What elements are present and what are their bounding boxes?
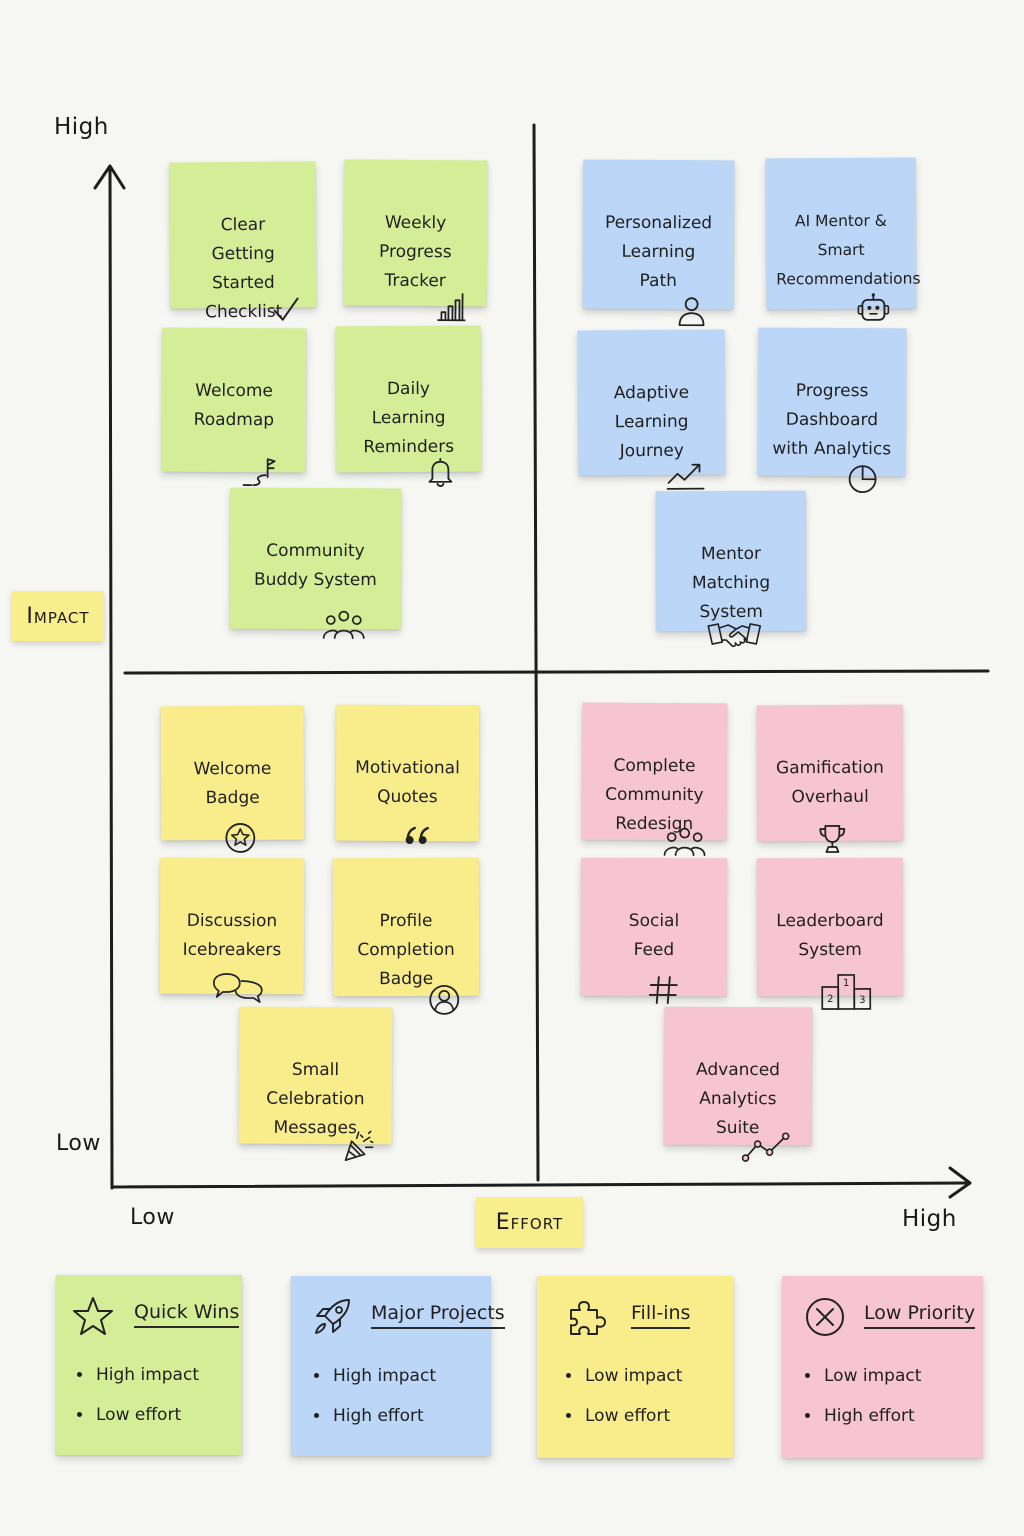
note-weekly-progress-tracker[interactable]: Weekly Progress Tracker — [343, 159, 488, 322]
people-group-icon — [322, 579, 366, 640]
legend-title: Major Projects — [371, 1302, 505, 1329]
svg-text:2: 2 — [827, 994, 833, 1005]
note-gamification-overhaul[interactable]: Gamification Overhaul — [756, 704, 904, 853]
legend-criteria: High impact High effort — [311, 1356, 436, 1436]
effort-axis-line — [110, 1181, 970, 1189]
bar-chart-icon — [435, 260, 469, 322]
legend-low-priority: Low Priority Low impact High effort — [782, 1276, 983, 1458]
note-small-celebration-messages[interactable]: Small Celebration Messages — [238, 1006, 393, 1162]
legend-criterion: High impact — [331, 1356, 436, 1396]
legend-criterion: High effort — [331, 1396, 436, 1436]
note-progress-dashboard-with-analytics[interactable]: Progress Dashboard with Analytics — [757, 327, 907, 494]
note-ai-mentor-smart-recommendations[interactable]: AI Mentor & Smart Recommendations — [765, 157, 921, 321]
note-discussion-icebreakers[interactable]: Discussion Icebreakers — [159, 857, 305, 1003]
legend-title: Quick Wins — [134, 1301, 240, 1328]
x-circle-icon — [804, 1296, 846, 1338]
note-personalized-learning-path[interactable]: Personalized Learning Path — [582, 159, 735, 327]
legend-criterion: Low effort — [94, 1395, 199, 1435]
trend-up-icon — [665, 429, 705, 490]
legend-fill-ins: Fill-ins Low impact Low effort — [537, 1276, 733, 1458]
impact-axis-arrowhead — [93, 164, 126, 190]
legend-criterion: Low impact — [583, 1356, 682, 1396]
note-advanced-analytics-suite[interactable]: Advanced Analytics Suite — [663, 1006, 813, 1162]
note-daily-learning-reminders[interactable]: Daily Learning Reminders — [335, 325, 482, 487]
speech-bubbles-icon — [210, 942, 266, 1003]
note-social-feed[interactable]: Social Feed — [580, 857, 728, 1004]
pie-chart-icon — [846, 432, 880, 494]
note-welcome-roadmap[interactable]: Welcome Roadmap — [161, 327, 307, 487]
note-text: Welcome Roadmap — [193, 380, 275, 431]
note-text: AI Mentor & Smart Recommendations — [776, 211, 921, 289]
effort-low-label: Low — [130, 1205, 175, 1230]
line-chart-icon — [741, 1101, 792, 1162]
people-group-icon — [663, 796, 707, 857]
handshake-icon — [706, 587, 762, 648]
legend-criteria: Low impact High effort — [802, 1356, 921, 1436]
star-badge-icon — [223, 792, 257, 853]
quote-icon — [402, 789, 436, 845]
profile-circle-icon — [427, 954, 461, 1015]
robot-icon — [856, 263, 890, 321]
party-popper-icon — [342, 1100, 376, 1162]
star-icon — [72, 1295, 114, 1337]
legend-title: Fill-ins — [631, 1302, 691, 1329]
flag-path-icon — [242, 426, 276, 487]
puzzle-icon — [565, 1296, 607, 1338]
vertical-divider — [532, 123, 540, 1182]
bell-icon — [423, 426, 457, 487]
impact-axis-line — [108, 166, 114, 1190]
rocket-icon — [311, 1296, 353, 1338]
note-community-buddy-system[interactable]: Community Buddy System — [229, 487, 402, 640]
legend-title: Low Priority — [864, 1302, 976, 1329]
legend-criterion: Low impact — [822, 1356, 921, 1396]
note-motivational-quotes[interactable]: Motivational Quotes — [335, 704, 480, 845]
impact-high-label: High — [54, 114, 109, 140]
legend-quick-wins: Quick Wins High impact Low effort — [56, 1275, 242, 1455]
person-icon — [675, 265, 709, 327]
svg-text:3: 3 — [859, 995, 865, 1006]
note-mentor-matching-system[interactable]: Mentor Matching System — [655, 490, 807, 648]
note-profile-completion-badge[interactable]: Profile Completion Badge — [332, 857, 480, 1015]
legend-criteria: Low impact Low effort — [563, 1356, 682, 1436]
trophy-icon — [815, 793, 849, 853]
note-welcome-badge[interactable]: Welcome Badge — [160, 705, 305, 853]
legend-criterion: High effort — [822, 1396, 921, 1436]
note-clear-getting-started-checklist[interactable]: Clear Getting Started Checklist — [169, 161, 317, 322]
impact-low-label: Low — [56, 1131, 101, 1156]
hashtag-icon — [647, 944, 681, 1004]
effort-high-label: High — [902, 1206, 957, 1232]
svg-text:1: 1 — [843, 978, 849, 989]
checkmark-icon — [268, 263, 302, 321]
legend-criterion: Low effort — [583, 1396, 682, 1436]
horizontal-divider — [123, 669, 990, 675]
legend-criteria: High impact Low effort — [74, 1355, 199, 1435]
effort-axis-title: Effort — [476, 1197, 583, 1248]
note-adaptive-learning-journey[interactable]: Adaptive Learning Journey — [577, 329, 726, 490]
legend-major-projects: Major Projects High impact High effort — [291, 1276, 505, 1456]
note-complete-community-redesign[interactable]: Complete Community Redesign — [581, 702, 728, 857]
legend-criterion: High impact — [94, 1355, 199, 1395]
impact-axis-title: Impact — [12, 591, 104, 641]
effort-axis-arrowhead — [948, 1166, 972, 1199]
